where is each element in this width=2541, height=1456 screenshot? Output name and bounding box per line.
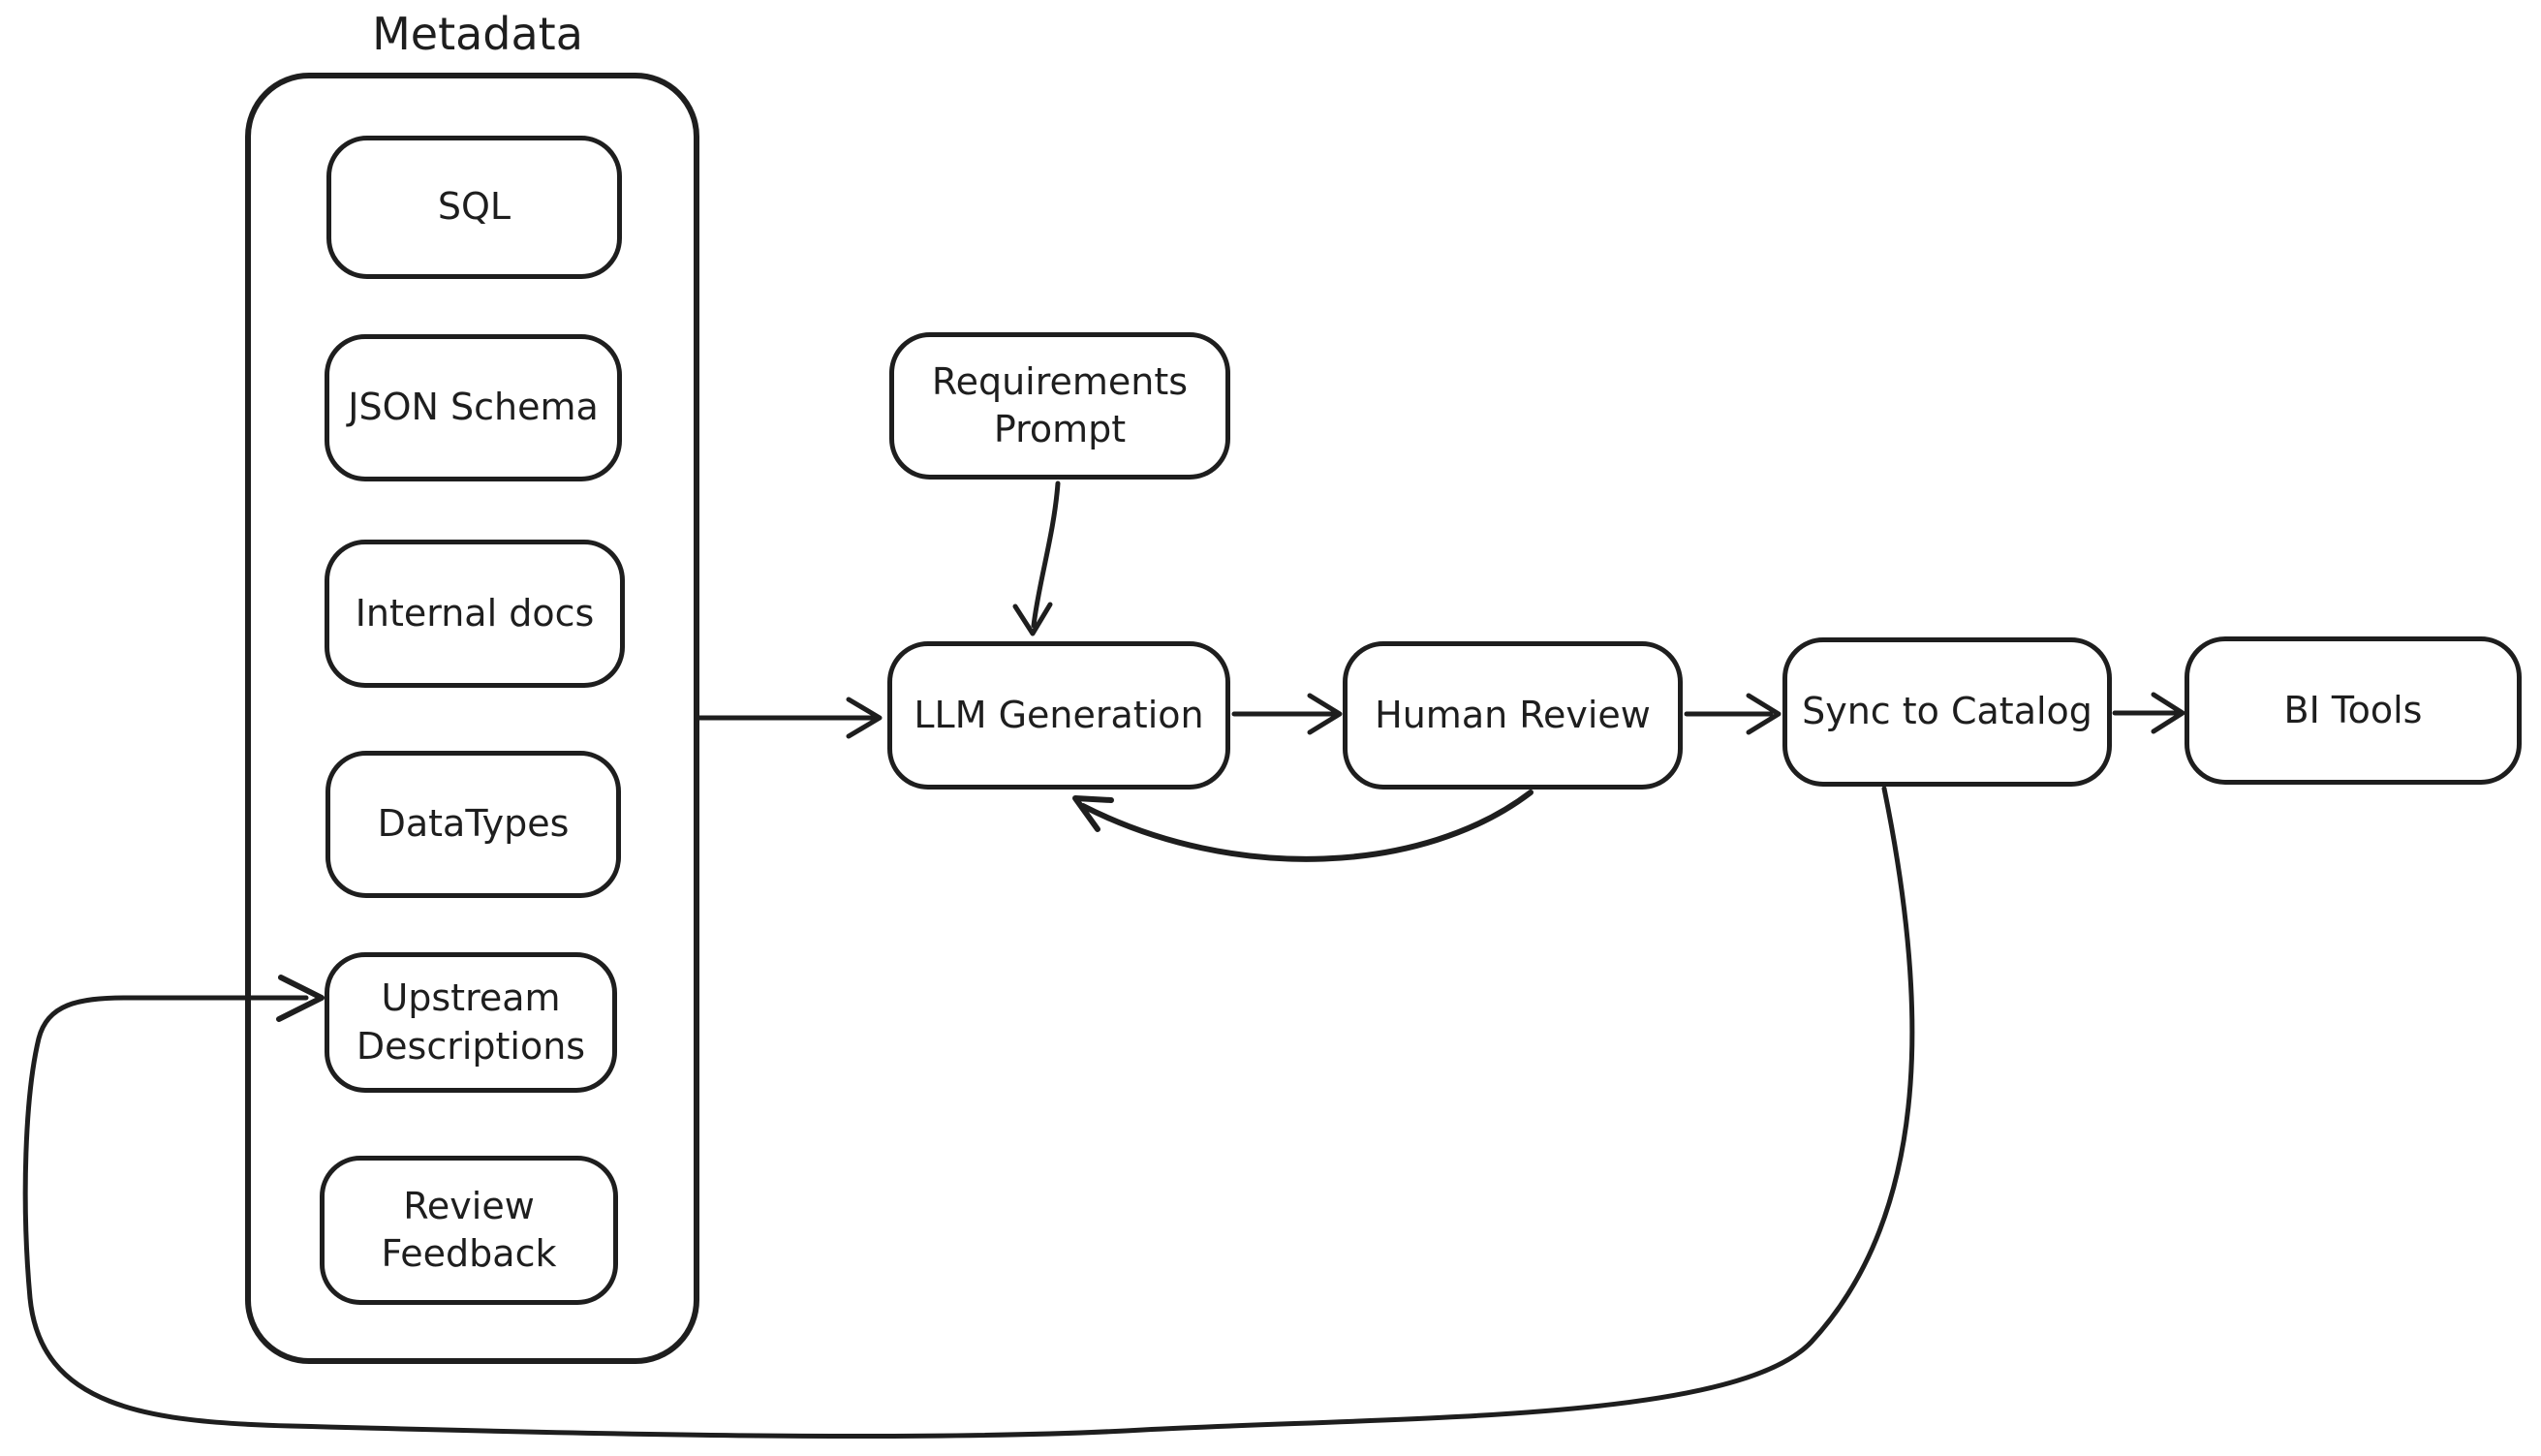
node-llm-generation-label: LLM Generation	[914, 693, 1204, 736]
metadata-group-label: Metadata	[372, 8, 583, 60]
node-upstream-descriptions-label: Upstream Descriptions	[356, 976, 586, 1068]
edge-human-to-llm-feedback-arrow	[1072, 790, 1534, 862]
node-sql: SQL	[326, 136, 622, 279]
node-llm-generation: LLM Generation	[887, 641, 1230, 790]
node-json-schema-label: JSON Schema	[348, 386, 599, 429]
edge-metadata-to-llm-arrow	[697, 697, 883, 739]
edge-sync-to-bi-arrow	[2112, 692, 2185, 734]
node-human-review-label: Human Review	[1375, 693, 1651, 736]
node-upstream-descriptions: Upstream Descriptions	[325, 952, 617, 1093]
node-review-feedback: Review Feedback	[320, 1156, 618, 1305]
node-sql-label: SQL	[437, 185, 511, 229]
node-review-feedback-label: Review Feedback	[381, 1184, 557, 1275]
node-json-schema: JSON Schema	[325, 334, 622, 481]
node-bi-tools-label: BI Tools	[2283, 688, 2423, 731]
node-human-review: Human Review	[1343, 641, 1683, 790]
node-sync-to-catalog: Sync to Catalog	[1782, 637, 2112, 787]
edge-human-to-sync-arrow	[1684, 693, 1782, 735]
edge-llm-to-human-arrow	[1231, 693, 1343, 735]
node-sync-to-catalog-label: Sync to Catalog	[1802, 690, 2092, 733]
node-requirements-prompt: Requirements Prompt	[889, 332, 1230, 480]
edge-requirements-to-llm-arrow	[1012, 480, 1061, 636]
node-internal-docs: Internal docs	[325, 540, 625, 688]
node-datatypes: DataTypes	[325, 751, 621, 898]
node-internal-docs-label: Internal docs	[355, 591, 595, 635]
node-bi-tools: BI Tools	[2185, 636, 2522, 785]
node-requirements-prompt-label: Requirements Prompt	[931, 359, 1189, 450]
node-datatypes-label: DataTypes	[377, 802, 570, 846]
